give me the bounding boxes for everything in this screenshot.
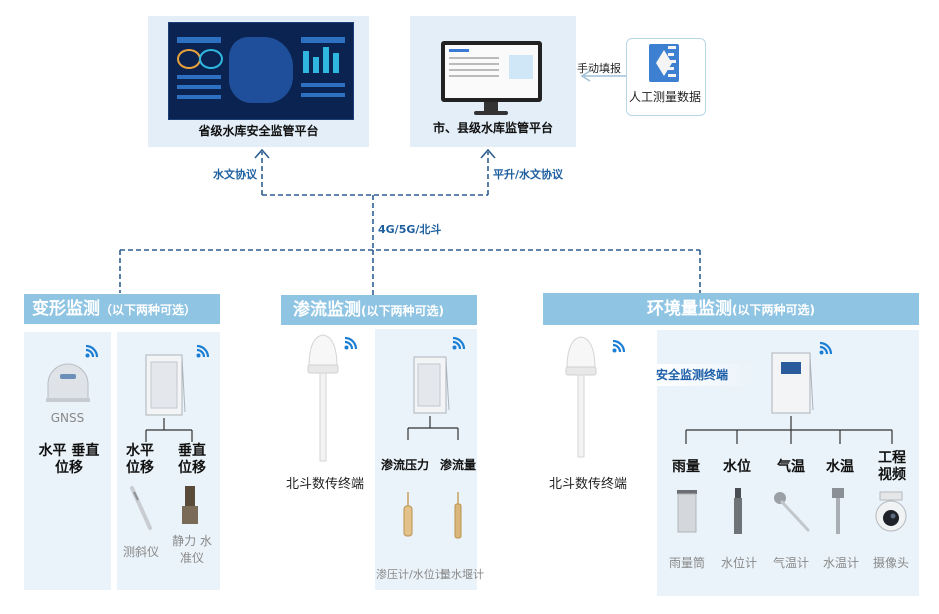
seepage-header: 渗流监测(以下两种可选) xyxy=(281,295,477,325)
environment-note: (以下两种可选) xyxy=(732,303,815,317)
ruler-icon xyxy=(649,44,679,82)
seepage-beidou-label: 北斗数传终端 xyxy=(285,477,364,492)
beidou-antenna-icon xyxy=(565,336,597,458)
device-air-temp-gauge: 气温计 xyxy=(772,556,809,570)
deformation-header: 变形监测（以下两种可选） xyxy=(24,294,220,324)
static-level-label: 静力 水准仪 xyxy=(172,534,212,565)
vertical-label: 垂直 位移 xyxy=(178,443,206,476)
sensor-tree-lines xyxy=(407,416,459,440)
seepage-flow-label: 渗流量 xyxy=(440,458,477,472)
device-camera: 摄像头 xyxy=(872,556,909,570)
environment-title: 环境量监测 xyxy=(647,299,732,319)
seepage-note: (以下两种可选) xyxy=(361,304,444,318)
terminal-label-bar xyxy=(651,364,755,386)
monitor-base xyxy=(474,111,508,115)
wifi-icon xyxy=(344,336,358,350)
pressure-gauge-label: 渗压计/水位计 xyxy=(376,568,446,581)
wifi-icon xyxy=(819,341,833,355)
beidou-antenna-icon xyxy=(307,334,339,462)
gnss-label: GNSS xyxy=(50,411,85,425)
protocol-left-label: 水文协议 xyxy=(213,168,257,181)
monitor-stand xyxy=(484,102,498,112)
provincial-platform-label: 省级水库安全监管平台 xyxy=(198,124,319,138)
sensor-tree-lines xyxy=(145,418,193,442)
seepage-pressure-label: 渗流压力 xyxy=(380,458,429,472)
wifi-icon xyxy=(85,344,99,358)
environment-tree-lines xyxy=(685,416,893,444)
deformation-note: （以下两种可选） xyxy=(100,303,197,317)
inclinometer-icon xyxy=(130,486,152,530)
cabinet-icon xyxy=(413,356,450,414)
device-rain-gauge: 雨量筒 xyxy=(668,556,705,570)
seepage-title: 渗流监测 xyxy=(293,300,361,320)
wifi-icon xyxy=(452,336,466,350)
weir-gauge-label: 量水堰计 xyxy=(440,568,484,581)
env-item-watertemp: 水温 xyxy=(826,459,854,475)
gnss-dome-icon xyxy=(46,363,90,402)
piezometer-icon xyxy=(403,492,413,537)
air-temp-gauge-icon xyxy=(774,492,810,532)
city-platform-label: 市、县级水库监管平台 xyxy=(432,121,553,135)
env-item-video: 工程 视频 xyxy=(878,450,906,483)
wifi-icon xyxy=(612,339,626,353)
environment-beidou-label: 北斗数传终端 xyxy=(548,477,627,492)
horizontal-label: 水平 位移 xyxy=(126,443,154,476)
monitor-image xyxy=(441,41,542,102)
gnss-desc: 水平 垂直 位移 xyxy=(38,443,100,476)
rain-gauge-icon xyxy=(677,490,697,533)
env-item-waterlevel: 水位 xyxy=(723,459,751,475)
camera-icon xyxy=(875,491,907,532)
provincial-dashboard-image xyxy=(168,22,354,120)
inclinometer-label: 测斜仪 xyxy=(122,545,159,559)
water-temp-gauge-icon xyxy=(832,488,844,534)
environment-header: 环境量监测(以下两种可选) xyxy=(543,293,919,325)
environment-panel-beidou xyxy=(543,330,653,590)
protocol-right-label: 平升/水文协议 xyxy=(493,168,564,181)
env-item-rain: 雨量 xyxy=(672,459,700,475)
deformation-title: 变形监测 xyxy=(32,299,100,319)
wifi-icon xyxy=(196,344,210,358)
device-water-temp-gauge: 水温计 xyxy=(822,556,859,570)
device-water-level-gauge: 水位计 xyxy=(720,556,757,570)
env-item-airtemp: 气温 xyxy=(777,459,805,475)
terminal-cabinet-icon xyxy=(771,352,814,414)
safety-terminal-label: 安全监测终端 xyxy=(656,368,729,382)
cabinet-icon xyxy=(145,354,186,416)
water-level-gauge-icon xyxy=(734,488,742,534)
weir-gauge-icon xyxy=(454,492,462,539)
static-level-icon xyxy=(182,486,198,524)
network-label: 4G/5G/北斗 xyxy=(378,223,442,236)
manual-data-label: 人工测量数据 xyxy=(628,90,701,104)
